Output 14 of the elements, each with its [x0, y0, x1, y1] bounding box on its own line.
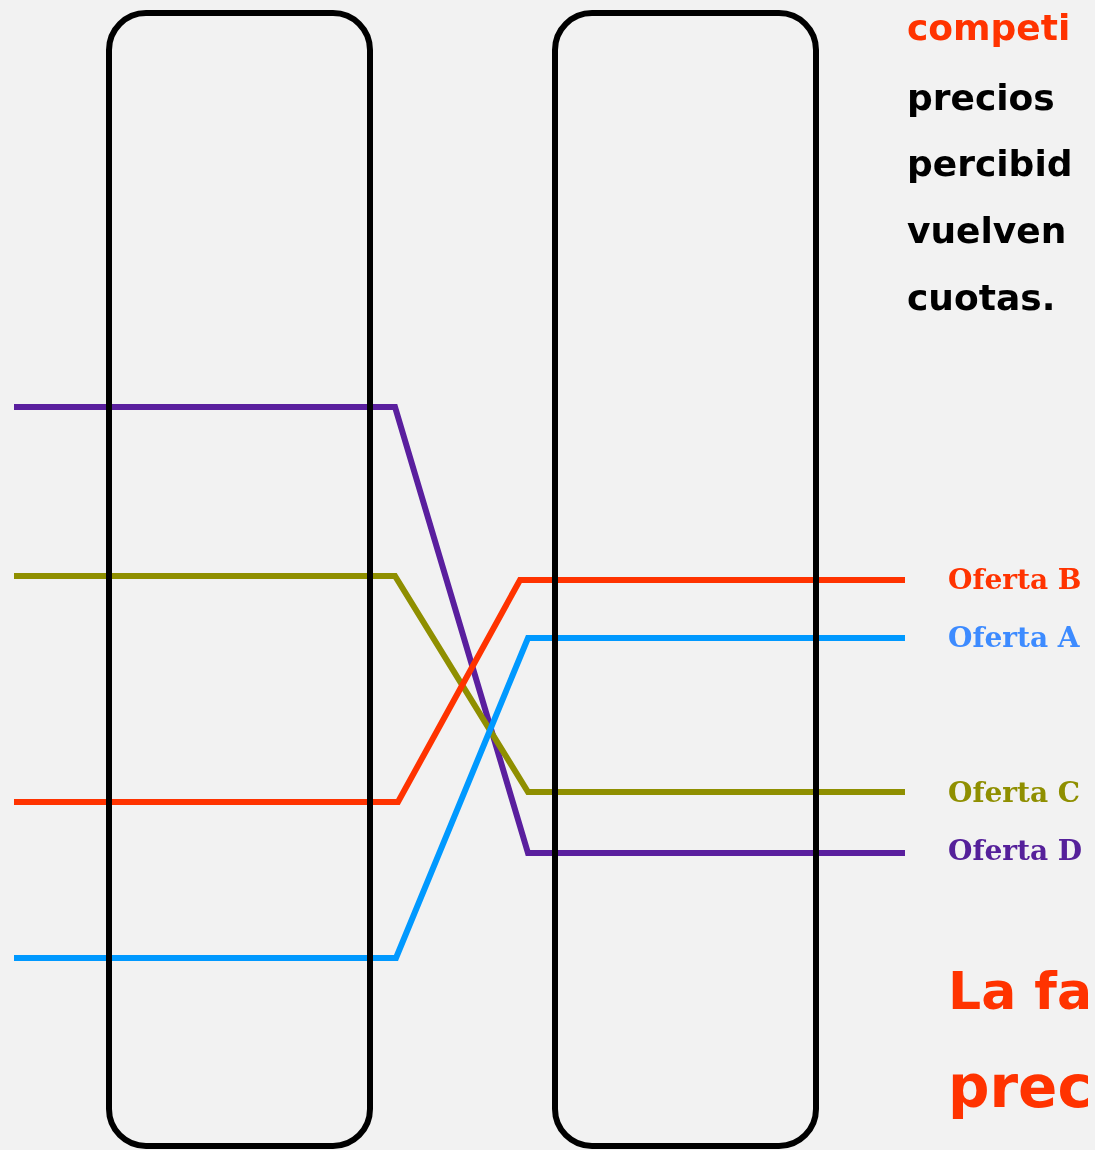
- paragraph-line: vuelven: [907, 213, 1067, 249]
- offer-label: Oferta A: [905, 624, 1080, 652]
- rounded-column: [106, 10, 373, 1149]
- connector-line: [14, 635, 905, 961]
- heading-line: La fa: [948, 965, 1093, 1017]
- offer-label: Oferta B: [905, 566, 1082, 594]
- paragraph-line: percibid: [907, 146, 1073, 182]
- rounded-column: [552, 10, 819, 1149]
- offer-label: Oferta D: [905, 837, 1083, 865]
- paragraph-line: competi: [907, 10, 1071, 46]
- connector-line: [14, 404, 905, 856]
- offer-label: Oferta C: [905, 779, 1081, 807]
- paragraph-line: precios: [907, 80, 1055, 116]
- paragraph-line: cuotas.: [907, 280, 1056, 316]
